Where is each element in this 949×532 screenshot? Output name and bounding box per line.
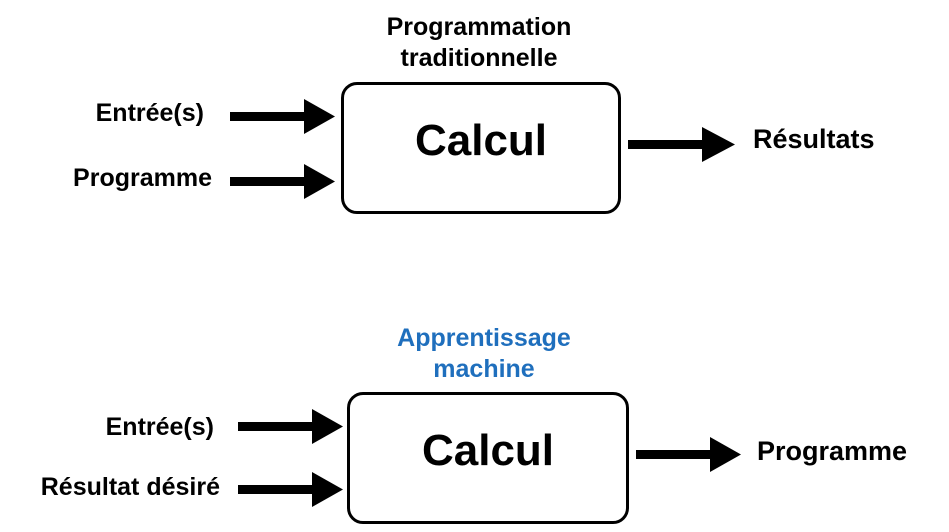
- bottom-title-line1: Apprentissage: [397, 324, 571, 352]
- bottom-calcul-box: Calcul: [347, 392, 629, 524]
- bottom-input1-arrow: [238, 409, 343, 444]
- top-title: Programmation traditionnelle: [344, 12, 614, 74]
- bottom-title-line2: machine: [433, 355, 535, 383]
- top-output-label: Résultats: [753, 124, 875, 154]
- bottom-input2-arrow: [238, 472, 343, 507]
- top-input1-label: Entrée(s): [95, 99, 204, 127]
- top-input2-label: Programme: [73, 164, 212, 192]
- bottom-output-label: Programme: [757, 436, 908, 466]
- bottom-output-arrow: [636, 437, 741, 472]
- top-input1-arrow: [230, 99, 335, 134]
- top-title-line1: Programmation: [386, 13, 572, 41]
- bottom-calcul-label: Calcul: [421, 426, 555, 475]
- top-input2-arrow: [230, 164, 335, 199]
- top-output-arrow: [628, 127, 735, 162]
- top-title-line2: traditionnelle: [400, 44, 558, 72]
- top-calcul-box: Calcul: [341, 82, 621, 214]
- bottom-input1-label: Entrée(s): [105, 413, 214, 441]
- bottom-title: Apprentissage machine: [349, 323, 619, 385]
- bottom-input2-label: Résultat désiré: [40, 473, 220, 501]
- top-calcul-label: Calcul: [414, 116, 548, 165]
